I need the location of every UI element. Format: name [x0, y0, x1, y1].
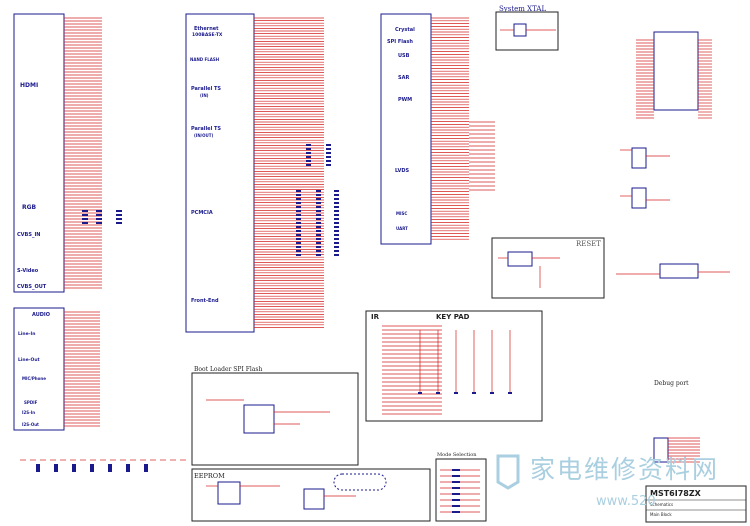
section-parallel-ts-in: Parallel TS — [191, 86, 222, 92]
frame-eeprom — [191, 468, 431, 522]
frame-title-block — [645, 485, 747, 523]
section-front-end: Front-End — [191, 298, 219, 304]
section-parallel-ts-inout: Parallel TS — [191, 126, 222, 132]
section-line-in: Line-In — [18, 332, 36, 337]
title-block-part: MST6I78ZX — [650, 489, 701, 498]
ic-right-low — [659, 263, 699, 279]
section-parallel-ts-inout-sub: (IN/OUT) — [194, 133, 214, 138]
ic-video-input-block — [13, 13, 65, 293]
section-cvbs-out: CVBS_OUT — [17, 284, 47, 290]
section-crystal: Crystal — [395, 27, 415, 33]
frame-system-xtal — [495, 11, 559, 51]
ic-right-top — [653, 31, 699, 111]
wire-group — [20, 17, 730, 513]
section-rgb: RGB — [22, 204, 37, 211]
section-ethernet-sub: 100BASE-TX — [192, 33, 223, 38]
title-reset: RESET — [576, 240, 601, 248]
section-sar: SAR — [398, 75, 410, 81]
ic-eeprom-2 — [303, 488, 325, 510]
section-hdmi: HDMI — [20, 82, 39, 89]
title-key-pad: KEY PAD — [436, 313, 470, 321]
title-mode-selection: Mode Selection — [437, 452, 477, 458]
section-pcmcia: PCMCIA — [191, 210, 213, 216]
ic-peripheral-block — [380, 13, 432, 245]
section-misc: MISC — [396, 211, 408, 216]
ic-right-mid-1 — [631, 147, 647, 169]
watermark-text: 家电维修资料网 — [530, 455, 720, 484]
section-i2s-out: I2S-Out — [22, 422, 39, 427]
section-i2s-in: I2S-In — [22, 410, 36, 415]
section-usb: USB — [398, 53, 410, 59]
section-lvds: LVDS — [395, 168, 410, 174]
title-boot-loader: Boot Loader SPI Flash — [194, 366, 263, 373]
section-nand-flash: NAND FLASH — [190, 57, 220, 62]
ic-ts-pcmcia-block — [185, 13, 255, 333]
title-debug-port: Debug port — [654, 380, 689, 387]
ic-right-mid-2 — [631, 187, 647, 209]
section-ethernet: Ethernet — [194, 26, 219, 32]
title-eeprom: EEPROM — [194, 472, 225, 480]
section-cvbs-in: CVBS_IN — [17, 232, 41, 238]
frame-reset — [491, 237, 605, 299]
ic-xtal — [513, 23, 527, 37]
frame-ir-keypad — [365, 310, 543, 422]
ic-reset — [507, 251, 533, 267]
part-marks — [36, 144, 512, 513]
frame-mode-selection — [435, 458, 487, 522]
watermark-logo — [494, 452, 522, 492]
section-svideo: S-Video — [17, 268, 39, 274]
title-block-line2: Main Block — [650, 512, 672, 517]
watermark-url: www.520 — [596, 494, 656, 509]
section-uart: UART — [396, 226, 408, 231]
section-mic: MIC/Phone — [22, 376, 46, 381]
section-audio: AUDIO — [32, 312, 51, 318]
section-line-out: Line-Out — [18, 358, 40, 363]
frame-boot-loader — [191, 372, 359, 466]
section-pwm: PWM — [398, 97, 413, 103]
ic-spi-flash — [243, 404, 275, 434]
title-block-line1: Schematics — [650, 502, 674, 507]
title-ir: IR — [371, 313, 379, 321]
section-spi-flash: SPI Flash — [387, 39, 413, 45]
ic-eeprom — [217, 481, 241, 505]
section-parallel-ts-in-sub: (IN) — [200, 93, 209, 98]
section-spdif: SPDIF — [24, 400, 38, 405]
title-system-xtal: System XTAL — [499, 5, 547, 13]
